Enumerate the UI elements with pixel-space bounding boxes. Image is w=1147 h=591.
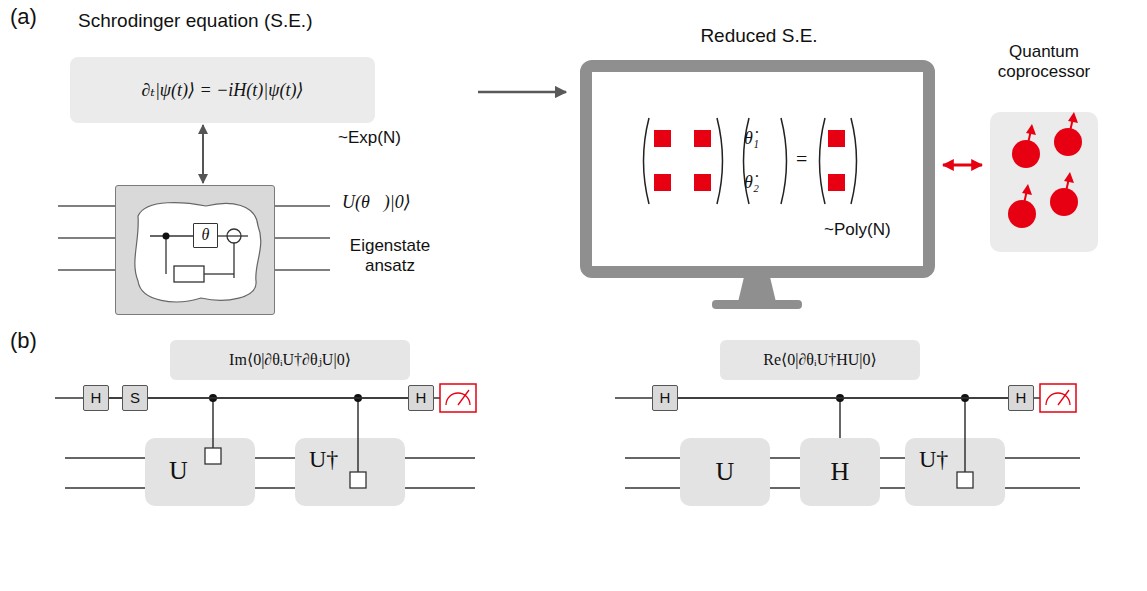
node-text: θ̇₂ [744,172,759,193]
node-figure [990,112,1098,252]
spin-qubit [1008,184,1036,228]
matrix-bracket [644,118,650,204]
node-text: Im⟨0|∂θᵢU†∂θⱼU|0⟩ [229,351,351,369]
node-figure [116,186,274,314]
gate-box: S [122,385,148,411]
monitor-screen: Reduced S.E.θ̇₁θ̇₂=~Poly(N) [580,60,935,278]
equation-box: ∂ₜ|ψ(t)⟩ = −iH(t)|ψ(t)⟩ [70,57,375,123]
control-line [212,438,214,448]
connector [943,164,982,167]
gate-box: H [1008,385,1034,411]
node-text: Re⟨0|∂θᵢU†HU|0⟩ [763,351,877,369]
annotation-text: ~Exp(N) [338,128,401,148]
measurement-meter [440,384,476,412]
connector [202,125,204,183]
matrix-element [828,130,845,147]
control-line [964,438,966,472]
matrix-bracket [851,118,857,204]
unitary-dagger-box: U† [905,438,1005,506]
panel-label: (b) [10,328,37,353]
node-text: ~Poly(N) [824,220,891,240]
matrix-equation [644,118,857,204]
ansatz-blob [135,203,261,302]
control-target [350,472,366,488]
hamiltonian-box: H [800,438,880,506]
quantum-coprocessor-box: Quantum coprocessor [990,112,1098,252]
node-text: θ [202,226,210,244]
node-text: H [416,389,427,406]
connector [109,397,122,399]
control-target [957,472,973,488]
matrix-bracket [820,118,826,204]
node-text: H [1016,389,1027,406]
gate-box: H [408,385,434,411]
flow-arrow [478,91,566,94]
node-text: U(θ⃗)|0⟩ [342,192,411,213]
unitary-dagger-box: U† [295,438,405,506]
node-figure [145,438,255,506]
unitary-box: U [680,438,770,506]
control-line [357,438,359,472]
node-text: Reduced S.E. [654,25,864,47]
node-text: H [660,389,671,406]
unitary-box: U [145,438,255,506]
expectation-label: Re⟨0|∂θᵢU†HU|0⟩ [720,340,920,380]
node-text: U† [919,446,948,474]
gate-box: H [652,385,678,411]
node-text: θ̇₁ [744,128,759,149]
node-text: Quantum coprocessor [986,42,1102,81]
expectation-label: Im⟨0|∂θᵢU†∂θⱼU|0⟩ [170,340,410,380]
ansatz-circuit-box: U(θ⃗)|0⟩Eigenstate ansatzθ [115,185,275,315]
matrix-element [654,130,671,147]
connector [148,397,408,399]
matrix-element [694,130,711,147]
monitor-neck [738,277,776,302]
spin-qubit [1054,112,1082,156]
panel-label: (a) [10,4,37,29]
matrix-element [694,174,711,191]
node-text: U [169,456,188,486]
monitor-base [712,300,802,309]
node-text: H [91,389,102,406]
node-text: = [796,148,807,171]
node-text: S [130,389,140,406]
matrix-element [828,174,845,191]
node-text: U [716,457,735,487]
node-text: Eigenstate ansatz [340,236,440,275]
parameter-gate: θ [193,223,218,248]
control-dot [163,233,170,240]
node-text: ∂ₜ|ψ(t)⟩ = −iH(t)|ψ(t)⟩ [142,80,304,101]
spin-qubit [1012,124,1040,168]
node-text: U† [309,446,338,474]
gate-box: H [83,385,109,411]
measurement-meter [1040,384,1076,412]
matrix-element [654,174,671,191]
control-target [205,448,221,464]
matrix-bracket [781,118,787,204]
spin-qubit [1050,172,1078,216]
node-text: H [831,457,850,487]
matrix-bracket [717,118,723,204]
annotation-text: Schrodinger equation (S.E.) [78,10,312,32]
connector [678,397,1008,399]
circuit-wires-left [55,398,475,488]
